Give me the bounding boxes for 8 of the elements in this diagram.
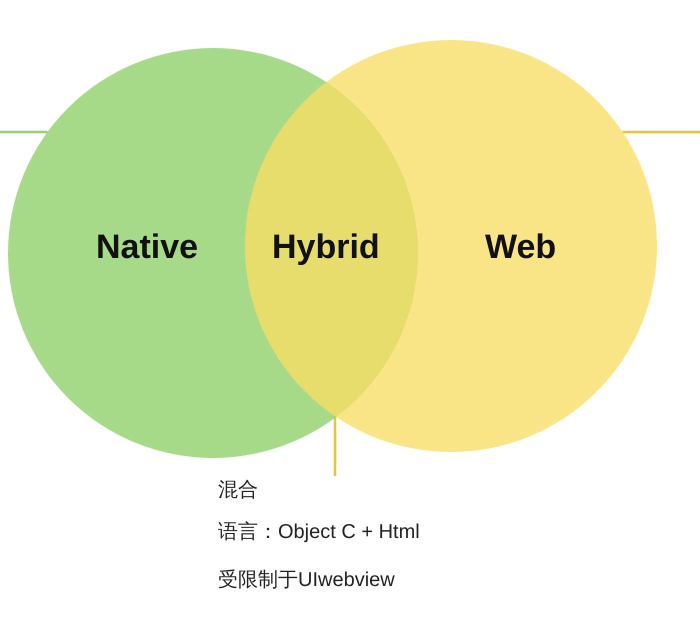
note-heading: 混合 [218, 478, 258, 503]
note-text: 语言：Object C + Html [218, 520, 420, 545]
set-label: Native [96, 228, 198, 267]
set-label: Web [485, 228, 556, 267]
leader-line [0, 130, 48, 134]
leader-line [622, 130, 700, 134]
overlap-label: Hybrid [272, 228, 380, 267]
note-text: 受限制于UIwebview [218, 568, 395, 593]
